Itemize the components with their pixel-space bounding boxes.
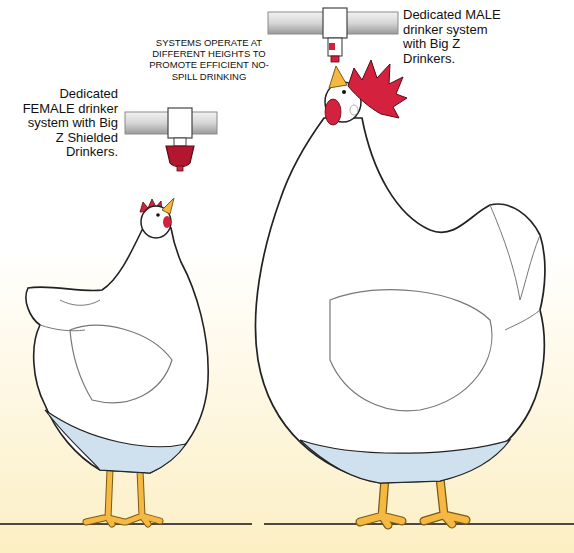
rooster-leg bbox=[360, 478, 466, 525]
drinker-nipple bbox=[331, 56, 339, 62]
drinker-nipple bbox=[177, 166, 183, 171]
rooster-body bbox=[255, 118, 544, 483]
rooster-earlobe bbox=[350, 105, 358, 115]
hen-leg bbox=[86, 470, 160, 524]
female-label: Dedicated FEMALE drinker system with Big… bbox=[18, 87, 118, 160]
hen-wing bbox=[70, 325, 172, 402]
hen-wattle bbox=[163, 216, 171, 228]
female-hen bbox=[26, 198, 208, 524]
big-z-drinker bbox=[328, 38, 342, 56]
male-label: Dedicated MALE drinker system with Big Z… bbox=[403, 8, 503, 66]
rooster-eye bbox=[342, 90, 346, 94]
ground-line bbox=[264, 523, 574, 525]
hen-body bbox=[26, 228, 208, 473]
hen-leg-outline bbox=[86, 470, 160, 524]
drinker-stem bbox=[174, 138, 186, 146]
rooster-wing bbox=[330, 290, 492, 411]
hen-eye bbox=[156, 213, 160, 217]
hen-beak bbox=[162, 198, 174, 214]
shielded-drinker bbox=[166, 146, 194, 167]
rooster-beak bbox=[329, 66, 347, 88]
rooster-wattle bbox=[325, 99, 341, 125]
hen-belly-shade bbox=[45, 410, 186, 473]
rooster-belly-shade bbox=[300, 440, 510, 483]
rooster-leg-outline bbox=[360, 478, 466, 525]
male-rooster bbox=[255, 60, 544, 525]
pipe-clamp bbox=[168, 108, 192, 138]
note-text: SYSTEMS OPERATE AT DIFFERENT HEIGHTS TO … bbox=[145, 37, 273, 82]
pipe-clamp bbox=[323, 8, 347, 38]
hen-feather bbox=[40, 300, 100, 331]
drinker-mark bbox=[329, 43, 335, 50]
rooster-comb bbox=[348, 60, 407, 118]
rooster-tail-feather bbox=[490, 205, 540, 330]
